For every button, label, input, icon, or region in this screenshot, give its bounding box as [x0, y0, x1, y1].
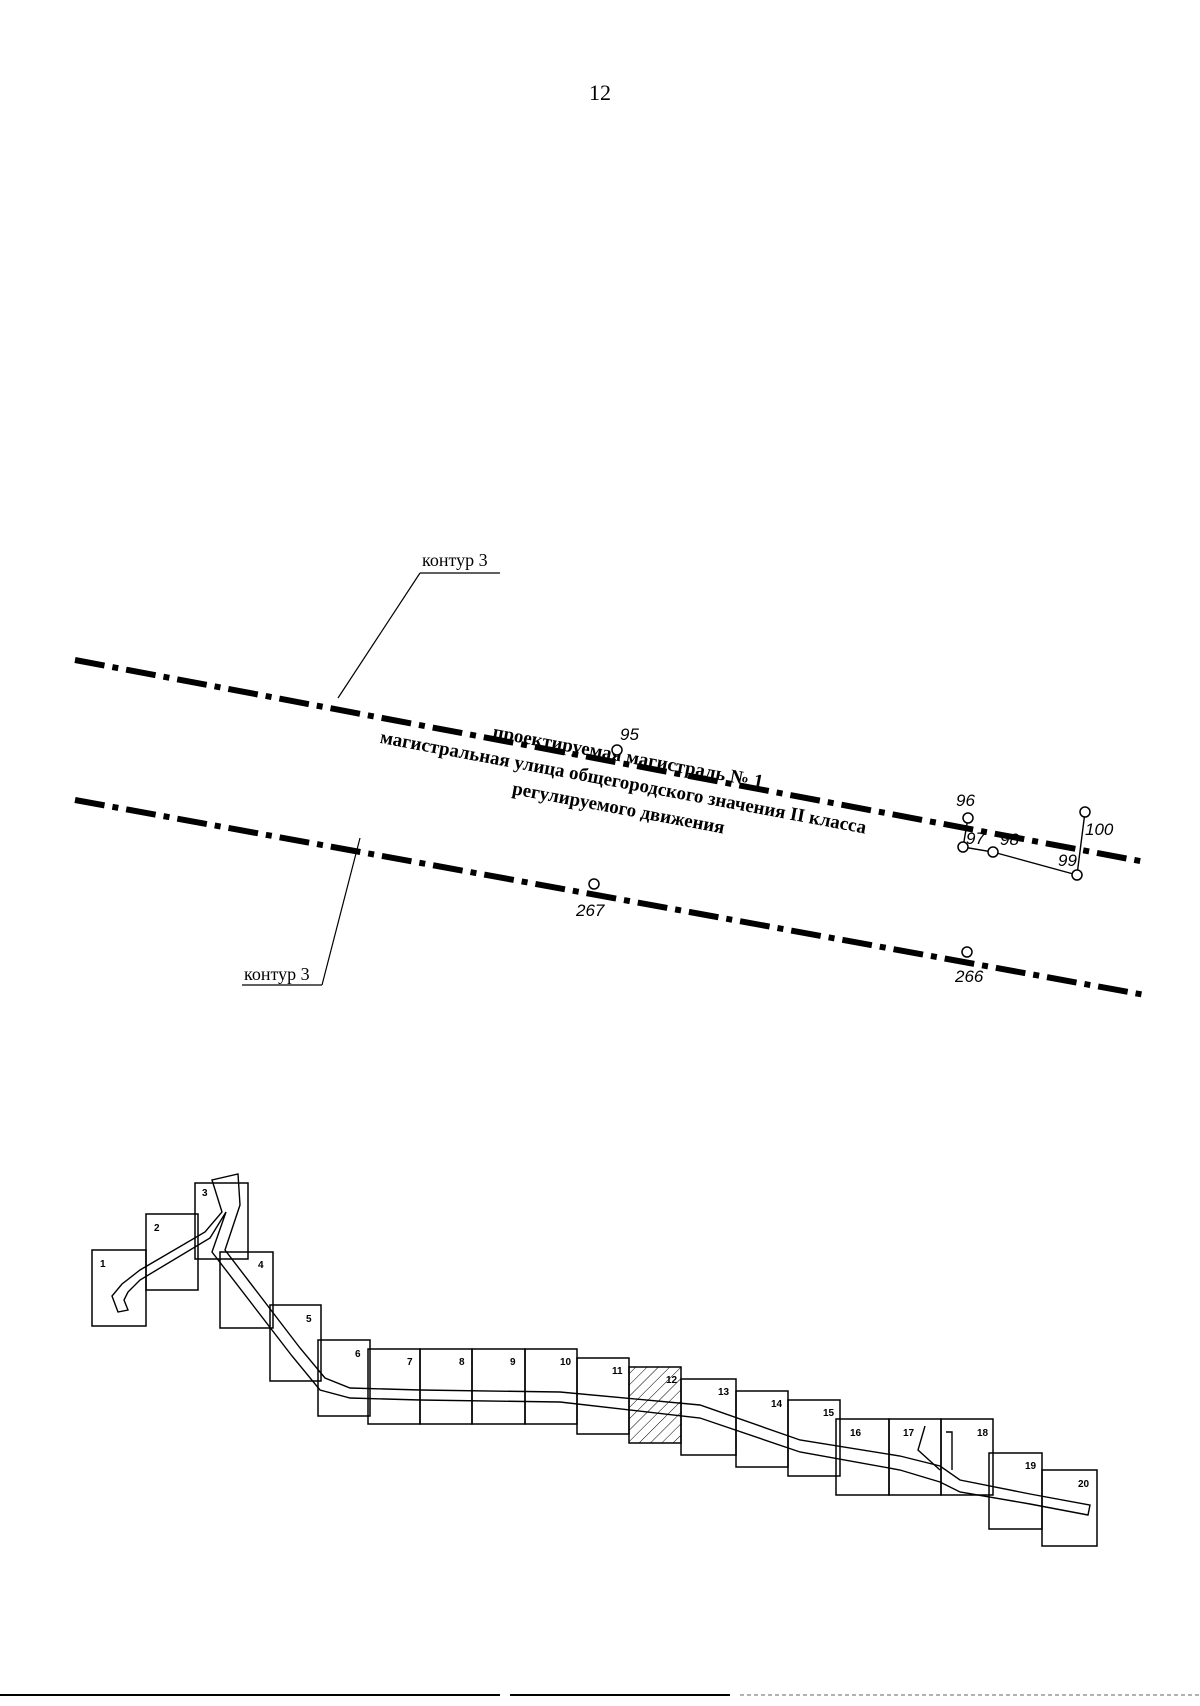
- page-number: 12: [589, 80, 611, 105]
- contour-leader-top: [337, 572, 500, 699]
- point-markers: [588, 744, 1091, 958]
- sheet-9-frame: [471, 1348, 526, 1425]
- sheet-9-number: 9: [510, 1357, 516, 1368]
- sheet-4-number: 4: [258, 1260, 264, 1271]
- sheet-16-number: 16: [850, 1428, 862, 1439]
- point-95-marker: [611, 744, 623, 756]
- contour-label-top: контур 3: [422, 550, 488, 570]
- point-100-label: 100: [1085, 820, 1114, 839]
- sheet-2-frame: [145, 1213, 199, 1291]
- sheet-2-number: 2: [154, 1223, 160, 1234]
- sheet-14-number: 14: [771, 1399, 783, 1410]
- point-100-marker: [1079, 806, 1091, 818]
- sheet-20-number: 20: [1078, 1479, 1090, 1490]
- point-266-marker: [961, 946, 973, 958]
- sheet-18-number: 18: [977, 1428, 989, 1439]
- sheet-19-number: 19: [1025, 1461, 1037, 1472]
- sheet-15-frame: [787, 1399, 841, 1477]
- point-99-marker: [1071, 869, 1083, 881]
- sheet-20-frame: [1041, 1469, 1098, 1547]
- point-95-label: 95: [620, 725, 639, 744]
- sheet-12-number: 12: [666, 1375, 678, 1386]
- sheet-5-number: 5: [306, 1314, 312, 1325]
- sheet-1-number: 1: [100, 1259, 106, 1270]
- point-266-label: 266: [954, 967, 984, 986]
- point-267-label: 267: [575, 901, 605, 920]
- sheet-10-number: 10: [560, 1357, 572, 1368]
- sheet-6-frame: [317, 1339, 371, 1417]
- sheet-13-number: 13: [718, 1387, 730, 1398]
- sheet-8-number: 8: [459, 1357, 465, 1368]
- point-97-label: 97: [966, 829, 985, 848]
- sheet-3-number: 3: [202, 1188, 208, 1199]
- sheet-17-frame: [888, 1418, 942, 1496]
- point-97-marker: [957, 841, 969, 853]
- sheet-16-frame: [835, 1418, 890, 1496]
- sheet-11-number: 11: [612, 1366, 623, 1377]
- point-98-label: 98: [1000, 830, 1019, 849]
- index-map: 1 2 3 4 5 6 7 8 9 10 11 12 13 14 15 16 1…: [91, 1173, 1098, 1547]
- point-267-marker: [588, 878, 600, 890]
- point-98-marker: [987, 846, 999, 858]
- contour-label-bottom: контур 3: [244, 964, 310, 984]
- sheet-18-frame: [940, 1418, 994, 1496]
- sheet-15-number: 15: [823, 1408, 835, 1419]
- sheet-3-frame: [194, 1182, 249, 1260]
- sheet-6-number: 6: [355, 1349, 361, 1360]
- sheet-12-frame-current: [628, 1366, 682, 1444]
- point-99-label: 99: [1058, 851, 1077, 870]
- sheet-4-frame: [219, 1251, 274, 1329]
- boundary-line-bottom: [74, 797, 1146, 998]
- point-96-marker: [962, 812, 974, 824]
- sheet-5-frame: [269, 1304, 322, 1382]
- sheet-7-number: 7: [407, 1357, 413, 1368]
- contour-leader-bottom: [242, 837, 361, 986]
- point-96-label: 96: [956, 791, 975, 810]
- sheet-17-number: 17: [903, 1428, 915, 1439]
